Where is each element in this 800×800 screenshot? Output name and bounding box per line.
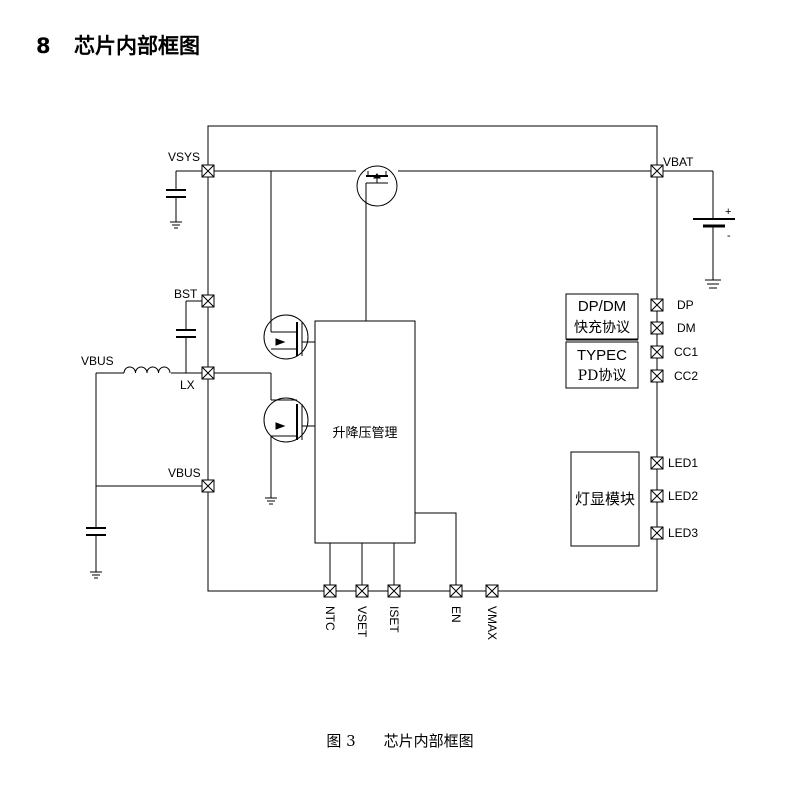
boost-buck-block bbox=[314, 320, 416, 544]
external-label-vbus: VBUS bbox=[81, 354, 114, 368]
pin-label-en: EN bbox=[449, 606, 463, 623]
vset-pin-icon bbox=[355, 584, 369, 598]
pin-label-lx: LX bbox=[180, 378, 195, 392]
section-heading: 8 芯片内部框图 bbox=[36, 30, 200, 60]
led1-pin-icon bbox=[650, 456, 664, 470]
boost-buck-label: 升降压管理 bbox=[332, 426, 397, 441]
typec-label-line1: TYPEC bbox=[577, 347, 627, 364]
pin-label-led2: LED2 bbox=[668, 489, 698, 503]
pin-label-iset: ISET bbox=[387, 606, 401, 633]
vsys-pin-icon bbox=[201, 164, 215, 178]
led-block-label: 灯显模块 bbox=[575, 490, 635, 508]
pin-label-vbat: VBAT bbox=[663, 155, 694, 169]
figure-number: 图 3 bbox=[326, 732, 356, 750]
section-number: 8 bbox=[36, 34, 51, 58]
pin-label-led1: LED1 bbox=[668, 456, 698, 470]
pin-label-cc2: CC2 bbox=[674, 369, 698, 383]
dp-pin-icon bbox=[650, 298, 664, 312]
iset-pin-icon bbox=[387, 584, 401, 598]
bst-pin-icon bbox=[201, 294, 215, 308]
pin-label-dp: DP bbox=[677, 298, 694, 312]
pin-label-vsys: VSYS bbox=[168, 150, 200, 164]
pin-label-bst: BST bbox=[174, 287, 198, 301]
dpdm-label-line2: 快充协议 bbox=[574, 320, 630, 336]
dm-pin-icon bbox=[650, 321, 664, 335]
cc2-pin-icon bbox=[650, 369, 664, 383]
battery-minus-label: - bbox=[727, 230, 731, 242]
typec-label-line2: PD协议 bbox=[578, 368, 627, 384]
pin-label-dm: DM bbox=[677, 321, 696, 335]
figure-caption: 图 3 芯片内部框图 bbox=[0, 730, 800, 751]
pin-label-vmax: VMAX bbox=[485, 606, 499, 640]
vbat-pin-icon bbox=[650, 164, 664, 178]
dpdm-label-line1: DP/DM bbox=[578, 298, 626, 315]
pin-label-cc1: CC1 bbox=[674, 345, 698, 359]
low-side-mosfet-icon bbox=[263, 397, 315, 452]
cc1-pin-icon bbox=[650, 345, 664, 359]
led3-pin-icon bbox=[650, 526, 664, 540]
pin-label-vbus: VBUS bbox=[168, 466, 201, 480]
vbus-pin-icon bbox=[201, 479, 215, 493]
lx-pin-icon bbox=[201, 366, 215, 380]
battery-plus-label: + bbox=[725, 206, 731, 218]
ntc-pin-icon bbox=[323, 584, 337, 598]
vmax-pin-icon bbox=[485, 584, 499, 598]
high-side-mosfet-icon bbox=[263, 314, 315, 360]
pin-label-led3: LED3 bbox=[668, 526, 698, 540]
top-mosfet-icon bbox=[356, 165, 398, 207]
typec-pd-block bbox=[565, 341, 639, 389]
led-display-block bbox=[570, 451, 640, 547]
led2-pin-icon bbox=[650, 489, 664, 503]
section-title: 芯片内部框图 bbox=[74, 34, 200, 58]
en-pin-icon bbox=[449, 584, 463, 598]
pin-label-vset: VSET bbox=[355, 606, 369, 638]
pin-label-ntc: NTC bbox=[323, 606, 337, 631]
figure-title: 芯片内部框图 bbox=[383, 732, 474, 750]
